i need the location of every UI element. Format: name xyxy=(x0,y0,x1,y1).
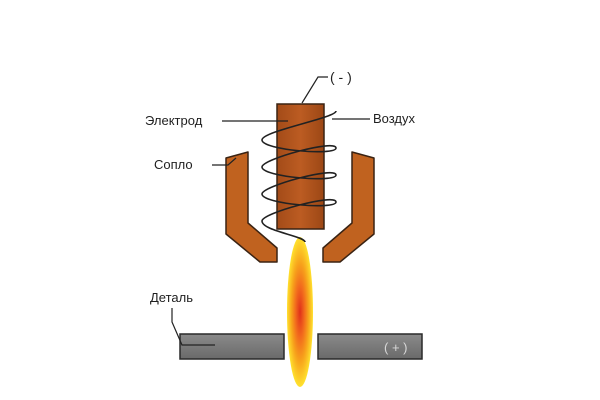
workpiece-left xyxy=(179,333,285,360)
workpiece-leader xyxy=(171,308,215,346)
workpiece-label: Деталь xyxy=(150,290,193,305)
workpiece-right xyxy=(317,333,423,360)
nozzle-right xyxy=(322,151,375,263)
plasma-arc xyxy=(287,237,313,387)
air-label: Воздух xyxy=(373,111,416,126)
air-coil xyxy=(261,110,337,243)
negative-terminal-leader xyxy=(301,76,328,104)
positive-terminal-label: ( + ) xyxy=(384,340,407,355)
nozzle-leader xyxy=(212,157,237,166)
nozzle-label: Сопло xyxy=(154,157,193,172)
negative-terminal-label: ( - ) xyxy=(330,69,352,85)
electrode-label: Электрод xyxy=(145,113,203,128)
nozzle-left xyxy=(225,151,278,263)
